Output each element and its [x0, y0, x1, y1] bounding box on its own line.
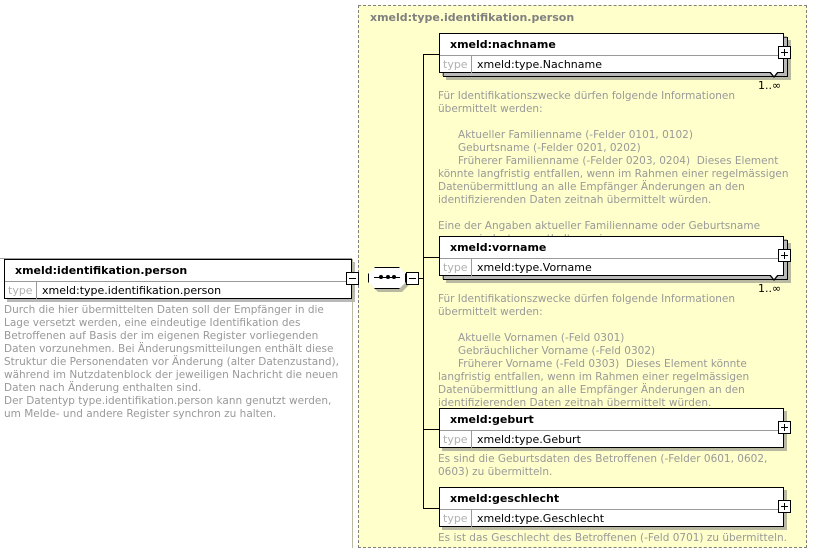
vertical-rule-inner [352, 259, 353, 548]
element-type-row-geschlecht: type xmeld:type.Geschlecht [440, 510, 783, 527]
cardinality-vorname: 1..∞ [758, 282, 782, 295]
element-type-row-identifikation-person: type xmeld:type.identifikation.person [5, 282, 351, 299]
type-label: type [5, 282, 37, 299]
type-value-nachname: xmeld:type.Nachname [477, 58, 602, 71]
connector-trunk [423, 54, 424, 509]
expand-toggle-nachname[interactable] [778, 46, 791, 59]
documentation-identifikation-person: Durch die hier übermittelten Daten soll … [4, 304, 339, 420]
sequence-compositor-icon[interactable] [368, 267, 409, 292]
element-name-vorname: xmeld:vorname [440, 237, 783, 259]
element-box-vorname[interactable]: xmeld:vorname type xmeld:type.Vorname [439, 236, 784, 276]
occurrence-arrow-vorname [769, 274, 779, 281]
element-name-geschlecht: xmeld:geschlecht [440, 488, 783, 510]
type-label: type [440, 510, 472, 527]
element-box-identifikation-person[interactable]: xmeld:identifikation.person type xmeld:t… [4, 259, 352, 299]
type-label: type [440, 431, 472, 448]
element-box-geschlecht[interactable]: xmeld:geschlecht type xmeld:type.Geschle… [439, 487, 784, 527]
element-name-identifikation-person: xmeld:identifikation.person [5, 260, 351, 282]
occurrence-arrow-nachname [769, 71, 779, 78]
expand-toggle-geburt[interactable] [778, 421, 791, 434]
type-label: type [440, 56, 472, 73]
connector-branch-geschlecht [423, 508, 439, 509]
expand-toggle-geschlecht[interactable] [778, 500, 791, 513]
element-type-row-geburt: type xmeld:type.Geburt [440, 431, 783, 448]
documentation-nachname: Für Identifikationszwecke dürfen folgend… [438, 90, 789, 245]
element-box-geburt[interactable]: xmeld:geburt type xmeld:type.Geburt [439, 408, 784, 448]
element-name-geburt: xmeld:geburt [440, 409, 783, 431]
root-top-rule [0, 258, 352, 259]
element-type-row-nachname: type xmeld:type.Nachname [440, 56, 783, 73]
sequence-dots [379, 275, 396, 280]
connector-branch-nachname [423, 54, 439, 55]
complextype-title: xmeld:type.identifikation.person [370, 11, 575, 24]
connector-branch-geburt [423, 429, 439, 430]
type-value-geschlecht: xmeld:type.Geschlecht [477, 512, 605, 525]
expand-toggle-sequence[interactable] [406, 272, 419, 285]
type-label: type [440, 259, 472, 276]
element-type-row-vorname: type xmeld:type.Vorname [440, 259, 783, 276]
connector-sequence-to-trunk [419, 278, 424, 279]
element-box-nachname[interactable]: xmeld:nachname type xmeld:type.Nachname [439, 33, 784, 73]
connector-branch-vorname [423, 257, 439, 258]
documentation-geschlecht: Es ist das Geschlecht des Betroffenen (-… [438, 532, 788, 544]
documentation-geburt: Es sind die Geburtsdaten des Betroffenen… [438, 453, 771, 478]
collapse-toggle-identifikation-person[interactable] [346, 272, 359, 285]
type-value-vorname: xmeld:type.Vorname [477, 261, 592, 274]
cardinality-nachname: 1..∞ [758, 79, 782, 92]
element-name-nachname: xmeld:nachname [440, 34, 783, 56]
expand-toggle-vorname[interactable] [778, 249, 791, 262]
type-value-geburt: xmeld:type.Geburt [477, 433, 581, 446]
type-value-identifikation-person: xmeld:type.identifikation.person [42, 284, 222, 297]
